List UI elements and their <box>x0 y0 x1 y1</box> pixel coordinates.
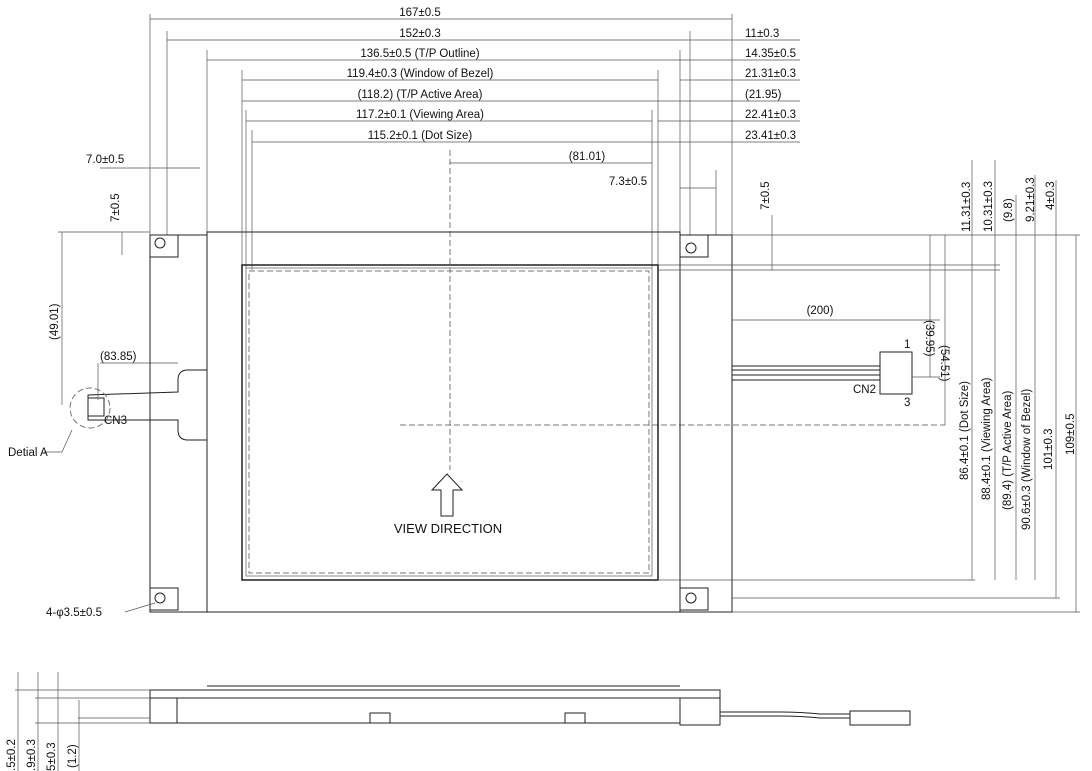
dim-side-3: 5±0.3 <box>46 742 58 771</box>
dim-side-2: .9±0.3 <box>26 739 38 771</box>
dim-167: 167±0.5 <box>399 7 441 19</box>
dim-136-5: 136.5±0.5 (T/P Outline) <box>360 48 479 60</box>
dim-11-31: 11.31±0.3 <box>961 182 973 232</box>
mounting-hole-icon <box>685 592 697 604</box>
dim-7-3: 7.3±0.5 <box>609 176 647 188</box>
dim-side-1: .5±0.2 <box>6 739 18 771</box>
right-dimension-labels: 11±0.3 14.35±0.5 21.31±0.3 (21.95) 22.41… <box>745 28 796 142</box>
dim-side-4: (1.2) <box>67 744 79 768</box>
panel-side-view: .5±0.2 .9±0.3 5±0.3 (1.2) <box>6 672 911 771</box>
pin-3-label: 3 <box>904 397 910 409</box>
dim-101: 101±0.3 <box>1043 429 1055 471</box>
dim-117-2: 117.2±0.1 (Viewing Area) <box>356 109 484 121</box>
pin-1-label: 1 <box>904 339 910 351</box>
dim-39-95: (39.95) <box>923 320 935 357</box>
dim-10-31: 10.31±0.3 <box>983 181 995 232</box>
cn3-label: CN3 <box>104 415 127 427</box>
dim-21-31: 21.31±0.3 <box>745 68 796 80</box>
dim-7-right: 7±0.5 <box>760 181 772 210</box>
top-dimension-labels: 167±0.5 152±0.3 136.5±0.5 (T/P Outline) … <box>347 7 648 188</box>
dim-109: 109±0.5 <box>1065 414 1077 456</box>
dim-11: 11±0.3 <box>745 28 779 40</box>
cn2-cable: (200) (39.95) (54.51) 1 CN2 3 7±0.5 <box>732 181 950 425</box>
dim-4: 4±0.3 <box>1045 181 1057 210</box>
detail-a-label: Detial A <box>8 447 48 459</box>
mounting-hole-icon <box>154 237 166 249</box>
dim-21-95: (21.95) <box>745 89 782 101</box>
dim-9-8: (9.8) <box>1003 198 1015 222</box>
dim-119-4: 119.4±0.3 (Window of Bezel) <box>347 68 494 80</box>
cn3-fpc: 7.0±0.5 7±0.5 (49.01) (83.85) CN3 Detial… <box>8 154 207 619</box>
holes-label: 4-φ3.5±0.5 <box>46 607 102 619</box>
dim-7-0: 7.0±0.5 <box>86 154 124 166</box>
horizontal-dimension-lines <box>100 18 940 364</box>
dim-200: (200) <box>807 305 834 317</box>
arrow-up-icon <box>430 473 464 517</box>
panel-front-view <box>149 231 1080 613</box>
dim-14-35: 14.35±0.5 <box>745 48 796 60</box>
dim-49-01: (49.01) <box>49 303 61 340</box>
dim-89-4: (89.4) (T/P Active Area) <box>1002 391 1014 510</box>
dim-152: 152±0.3 <box>399 28 441 40</box>
cn2-label: CN2 <box>853 384 876 396</box>
vertical-dimensions: 11.31±0.3 10.31±0.3 (9.8) 9.21±0.3 4±0.3… <box>959 160 1077 612</box>
view-direction-label: VIEW DIRECTION <box>394 521 502 536</box>
detail-a-circle <box>69 387 111 429</box>
dim-88-4: 88.4±0.1 (Viewing Area) <box>981 377 993 500</box>
mounting-hole-icon <box>685 242 697 254</box>
dim-81-01: (81.01) <box>569 151 606 163</box>
dim-115-2: 115.2±0.1 (Dot Size) <box>368 130 473 142</box>
dim-22-41: 22.41±0.3 <box>745 109 796 121</box>
dim-90-6: 90.6±0.3 (Window of Bezel) <box>1021 389 1033 530</box>
dim-9-21: 9.21±0.3 <box>1025 177 1037 222</box>
view-direction: VIEW DIRECTION <box>394 473 502 536</box>
dim-86-4: 86.4±0.1 (Dot Size) <box>959 381 971 480</box>
dim-7-left: 7±0.5 <box>110 193 122 222</box>
extension-lines <box>149 14 945 470</box>
dim-54-51: (54.51) <box>938 345 950 382</box>
mounting-hole-icon <box>154 592 166 604</box>
dim-83-85: (83.85) <box>100 351 137 363</box>
dim-118-2: (118.2) (T/P Active Area) <box>358 89 483 101</box>
dim-23-41: 23.41±0.3 <box>745 130 796 142</box>
